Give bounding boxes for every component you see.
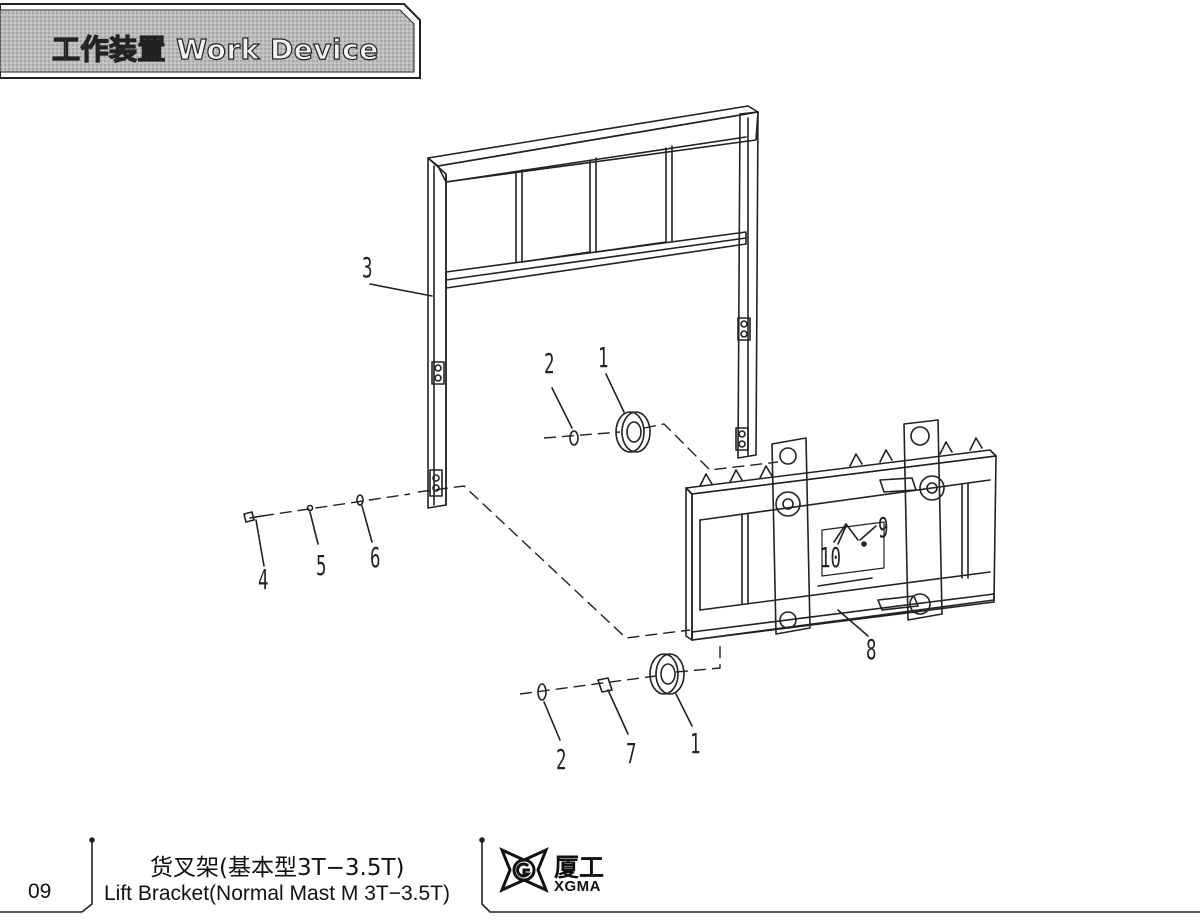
callout-10: 10 — [820, 541, 841, 574]
xgma-emblem-icon — [499, 847, 549, 893]
callout-6: 6 — [370, 541, 381, 574]
callout-9: 9 — [878, 511, 889, 544]
xgma-logo: 厦工 XGMA — [498, 844, 628, 900]
callout-3: 3 — [362, 251, 373, 284]
fork-carriage-frame — [685, 419, 997, 641]
callout-5: 5 — [316, 549, 327, 582]
callout-2-lower: 2 — [556, 743, 567, 776]
roller-bearing-lower — [649, 653, 693, 727]
logo-text-chinese: 厦工 — [554, 853, 605, 882]
page-number: 09 — [28, 880, 52, 903]
section-title: 工作装置 Work Device — [51, 32, 379, 66]
exploded-parts-drawing — [243, 105, 997, 741]
drawing-title-english: Lift Bracket(Normal Mast M 3T−3.5T) — [104, 882, 450, 905]
load-backrest-frame — [369, 105, 759, 509]
callout-2-upper: 2 — [544, 347, 555, 380]
roller-bearing-upper — [605, 373, 651, 453]
callout-7: 7 — [626, 737, 637, 770]
callout-4: 4 — [258, 563, 269, 596]
drawing-title-chinese: 货叉架(基本型3T−3.5T) — [150, 855, 405, 881]
title-block: 09 货叉架(基本型3T−3.5T) Lift Bracket(Normal M… — [0, 830, 1200, 922]
section-header-tab: 工作装置 Work Device — [0, 0, 440, 84]
callout-1-upper: 1 — [598, 341, 609, 374]
callout-8: 8 — [866, 633, 877, 666]
logo-text-english: XGMA — [554, 878, 601, 895]
callout-1-lower: 1 — [690, 727, 701, 760]
